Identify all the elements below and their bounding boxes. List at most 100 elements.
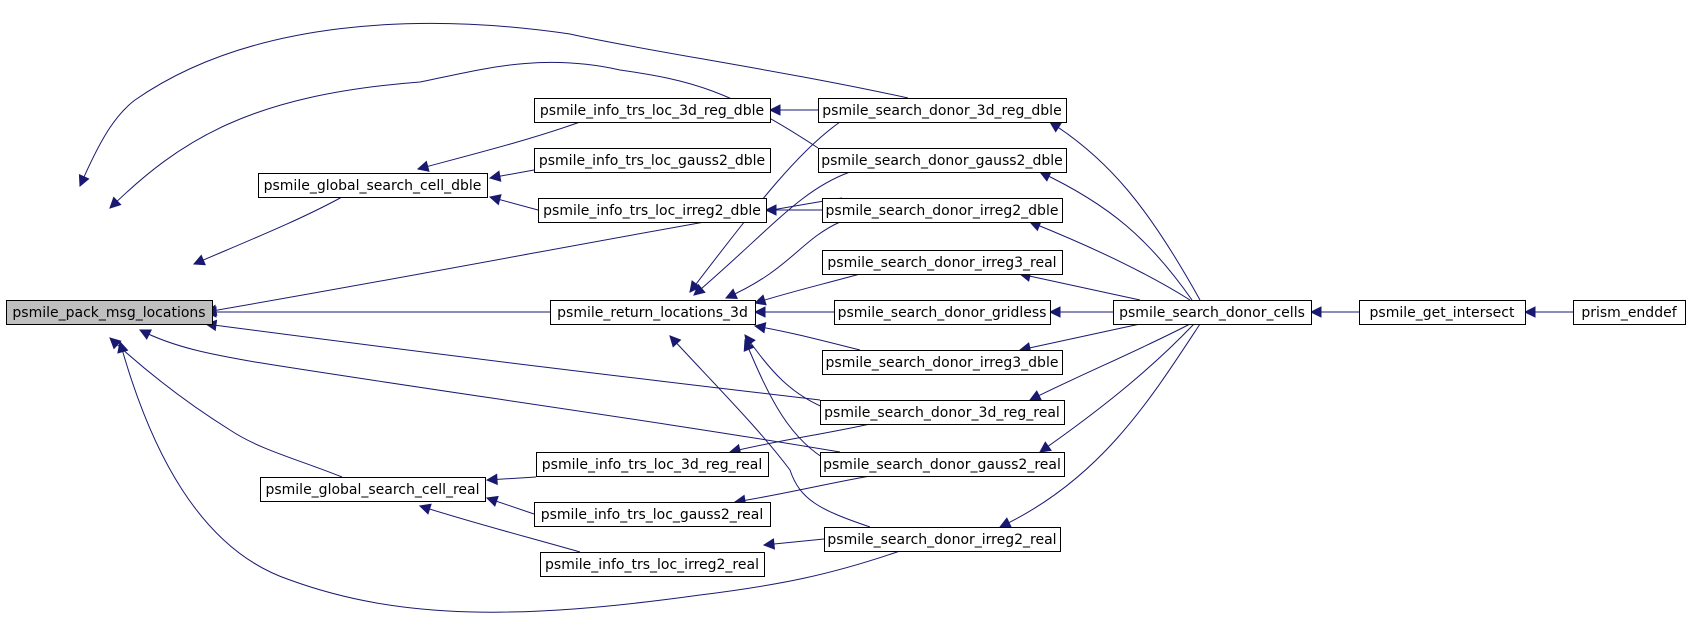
edge-sg2r-to-ig2r [734,475,871,503]
node-iir2d[interactable]: psmile_info_trs_loc_irreg2_dble [538,198,767,223]
edge-s3dr-to-pack [205,323,821,401]
arrowhead [724,288,738,299]
node-box [6,300,213,325]
node-i3dd[interactable]: psmile_info_trs_loc_3d_reg_dble [534,98,771,123]
nodes-layer: psmile_pack_msg_locations psmile_global_s… [6,98,1686,577]
node-pend[interactable]: prism_enddef [1573,300,1686,325]
edge-gscd-to-pack [193,196,343,265]
arrowhead [78,174,90,188]
node-box [818,98,1067,123]
node-pack[interactable]: psmile_pack_msg_locations [6,300,213,325]
arrowhead [488,170,502,182]
node-label: psmile_global_search_cell_dble [264,178,482,194]
arrowhead [1523,306,1536,318]
node-label: psmile_info_trs_loc_gauss2_real [541,507,764,523]
edge-sdc-to-sg2d [1039,171,1193,301]
node-sdc[interactable]: psmile_search_donor_cells [1113,300,1312,325]
node-box [534,98,771,123]
edge-sdc-to-sir2d [1029,221,1191,301]
edge-sdc-to-s3dr [1029,323,1191,401]
edge-sdc-to-sir3d [1019,323,1141,351]
node-box [820,400,1065,425]
node-box [824,527,1061,552]
edge-i3dd-to-gscd [417,121,581,170]
edge-sir2r-to-pack [119,341,901,613]
arrowhead [416,160,430,172]
node-box [258,173,488,198]
edge-sg2r-to-pack [139,329,841,453]
node-gscd[interactable]: psmile_global_search_cell_dble [258,173,488,198]
node-label: psmile_pack_msg_locations [12,305,205,321]
node-label: psmile_get_intersect [1370,305,1515,321]
edge-sdc-to-sir3r [1019,273,1141,301]
node-gscr[interactable]: psmile_global_search_cell_real [260,477,486,502]
arrowhead [485,495,499,507]
node-ig2r[interactable]: psmile_info_trs_loc_gauss2_real [534,502,771,527]
node-box [820,452,1065,477]
node-label: psmile_info_trs_loc_irreg2_real [545,557,759,573]
edge-sdc-to-s3dd [1049,121,1201,301]
edge-sir3d-to-ret3d [754,325,861,351]
edge-sdc-to-sir2r [999,323,1201,528]
arrowhead [1309,306,1322,318]
arrowhead [109,337,122,350]
edge-s3dd-to-ret3d [689,121,841,293]
node-sir3d[interactable]: psmile_search_donor_irreg3_dble [822,350,1063,375]
edge-sir3r-to-ret3d [754,273,861,304]
edge-sdc-to-sg2r [1039,323,1195,453]
arrowhead [693,283,706,296]
arrowhead [764,204,777,216]
node-box [550,300,756,325]
node-box [1359,300,1526,325]
arrowhead [762,538,776,550]
node-ig2d[interactable]: psmile_info_trs_loc_gauss2_dble [534,148,771,173]
node-box [536,452,769,477]
arrowhead [753,306,766,318]
node-label: psmile_info_trs_loc_irreg2_dble [543,203,761,219]
node-sgl[interactable]: psmile_search_donor_gridless [834,300,1051,325]
node-s3dr[interactable]: psmile_search_donor_3d_reg_real [820,400,1065,425]
node-sir2d[interactable]: psmile_search_donor_irreg2_dble [822,198,1063,223]
arrowhead [1038,171,1052,182]
arrowhead [753,322,767,334]
arrowhead [743,338,755,352]
arrowhead [485,473,498,486]
arrowhead [488,194,502,206]
arrowhead [768,104,781,116]
arrowhead [689,280,701,293]
node-box [1113,300,1312,325]
node-s3dd[interactable]: psmile_search_donor_3d_reg_dble [818,98,1067,123]
node-box [822,198,1063,223]
node-sg2d[interactable]: psmile_search_donor_gauss2_dble [818,148,1067,173]
node-box [540,552,765,577]
node-box [534,502,771,527]
arrowhead [669,335,682,348]
node-sg2r[interactable]: psmile_search_donor_gauss2_real [820,452,1065,477]
node-ret3d[interactable]: psmile_return_locations_3d [550,300,756,325]
edge-s3dr-to-ret3d [744,334,831,411]
node-sir3r[interactable]: psmile_search_donor_irreg3_real [822,250,1063,275]
edge-sir2r-to-ret3d [669,335,871,528]
node-box [534,148,771,173]
node-label: psmile_search_donor_gauss2_dble [821,153,1062,169]
node-box [818,148,1067,173]
node-box [822,250,1063,275]
node-label: psmile_search_donor_3d_reg_dble [822,103,1061,119]
node-label: psmile_search_donor_irreg3_real [827,255,1056,271]
edge-sg2r-to-ret3d [744,339,831,463]
edge-s3dd-to-pack [79,22,909,187]
edge-iir2r-to-gscr [419,505,581,553]
node-gint[interactable]: psmile_get_intersect [1359,300,1526,325]
arrowhead [418,503,432,515]
node-iir2r[interactable]: psmile_info_trs_loc_irreg2_real [540,552,765,577]
arrowhead [1028,390,1042,401]
arrowhead [117,340,129,354]
node-label: psmile_return_locations_3d [557,305,748,321]
node-label: psmile_search_donor_3d_reg_real [824,405,1060,421]
arrowhead [1039,441,1052,453]
node-sir2r[interactable]: psmile_search_donor_irreg2_real [824,527,1061,552]
node-i3dr[interactable]: psmile_info_trs_loc_3d_reg_real [536,452,769,477]
node-label: psmile_info_trs_loc_3d_reg_dble [540,103,764,119]
edge-sir2d-to-ret3d [725,221,841,299]
node-label: psmile_search_donor_irreg2_real [827,532,1056,548]
